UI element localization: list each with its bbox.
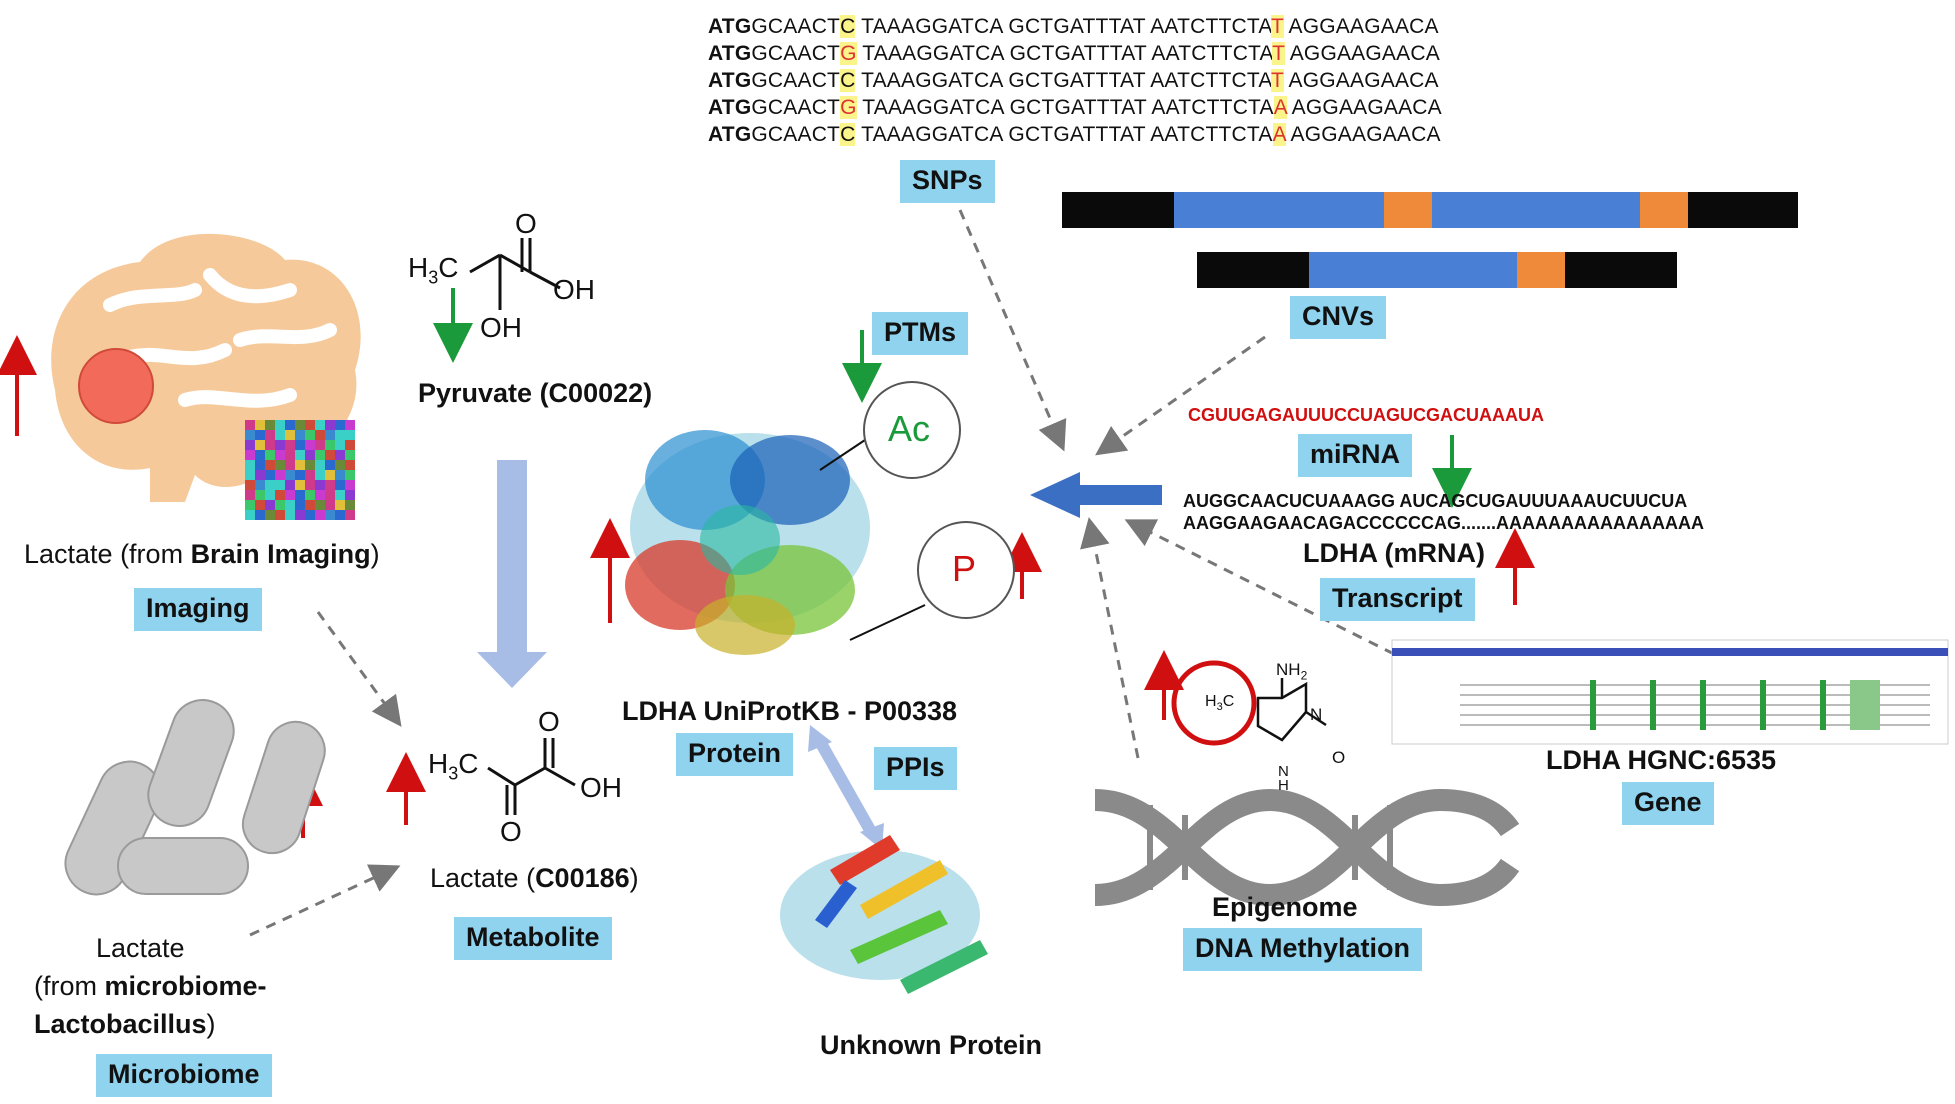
lactate-brain-label: Lactate (from Brain Imaging) [24,539,380,569]
snp-arrow [958,209,1067,452]
mirna-sequence: CGUUGAGAUUUCCUAGUCGACUAAAUA [1188,405,1544,425]
methyl-cytosine-structure [1256,678,1327,742]
ldha-gene-label: LDHA HGNC:6535 [1546,745,1777,775]
cytosine-n1: N [1310,705,1323,724]
dna-helix-image [1094,788,1520,907]
gene-arrow [1124,519,1411,664]
brain-imaging-heatmap [245,420,355,520]
lactate-structure [487,738,576,815]
epigenome-arrow [1080,517,1140,759]
ac-link-line [819,439,866,471]
tag-ppis: PPIs [874,747,957,790]
epigenome-label: Epigenome [1212,892,1358,922]
tag-imaging: Imaging [134,588,262,631]
pyruvate-oh-bottom: OH [480,312,522,343]
phosphorylation-circle [917,521,1015,619]
snp-sequence-row: ATGGCAACTC TAAAGGATCA GCTGATTTAT AATCTTC… [708,69,1439,92]
snp-sequence-row: ATGGCAACTG TAAAGGATCA GCTGATTTAT AATCTTC… [708,42,1440,65]
transcript-to-protein-arrow [1030,472,1162,518]
pyruvate-label: Pyruvate (C00022) [418,378,653,408]
unknown-protein-label: Unknown Protein [820,1030,1042,1060]
phosphorylation-label: P [952,548,977,589]
mrna-sequence-line2: AAGGAAGAACAGACCCCCCAG.......AAAAAAAAAAAA… [1183,513,1704,533]
pyruvate-oh-right: OH [553,274,595,305]
cnv-bar-2 [1197,252,1677,288]
p-link-line [849,604,926,641]
ldha-mrna-label: LDHA (mRNA) [1303,538,1485,568]
cnv-bar-1 [1062,192,1798,228]
cnv-arrow [1095,335,1266,456]
lactate-oh: OH [580,772,622,803]
pyruvate-h3c: H3C [408,252,459,288]
cytosine-h3c: H3C [1205,693,1235,714]
pyruvate-to-lactate-arrow [477,460,547,688]
acetylation-circle [863,381,961,479]
ppi-double-arrow [816,742,876,833]
tag-microbiome: Microbiome [96,1054,272,1097]
microbiome-arrow [249,864,401,937]
lactate-microbiome-line3: Lactobacillus) [34,1009,216,1039]
tag-mirna: miRNA [1298,434,1413,477]
tag-protein: Protein [676,733,794,776]
tag-transcript: Transcript [1320,578,1475,621]
lactate-o-top: O [538,706,560,737]
tag-snps: SNPs [900,160,995,203]
mrna-sequence-line1: AUGGCAACUCUAAAGG AUCAGCUGAUUUAAAUCUUCUA [1183,491,1688,511]
lactate-h3c: H3C [428,748,479,784]
imaging-arrow [316,611,402,727]
lactate-microbiome-line2: (from microbiome- [34,971,267,1001]
cytosine-o: O [1332,748,1346,767]
lactobacillus-image [64,699,326,896]
lactate-o-bottom: O [500,816,522,847]
tag-ptms: PTMs [872,312,969,355]
gene-track-image [1391,639,1949,745]
pyruvate-o: O [515,208,537,239]
lactate-metabolite-label: Lactate (C00186) [430,863,639,893]
acetylation-label: Ac [888,408,931,449]
snp-sequence-row: ATGGCAACTG TAAAGGATCA GCTGATTTAT AATCTTC… [708,96,1442,119]
ldha-protein-structure [625,430,870,655]
tag-gene: Gene [1622,782,1714,825]
cytosine-nh2: NH2 [1276,660,1308,683]
pyruvate-structure [469,238,561,310]
methyl-highlight-circle [1171,660,1257,746]
lactate-microbiome-line1: Lactate [96,933,185,963]
tag-dna-methylation: DNA Methylation [1183,928,1422,971]
snp-sequence-row: ATGGCAACTC TAAAGGATCA GCTGATTTAT AATCTTC… [708,123,1441,146]
dna-rungs [1147,805,1393,890]
unknown-protein-structure [780,835,988,994]
tag-metabolite: Metabolite [454,917,612,960]
snp-sequence-row: ATGGCAACTC TAAAGGATCA GCTGATTTAT AATCTTC… [708,15,1439,38]
ldha-protein-label: LDHA UniProtKB - P00338 [622,696,958,726]
tag-cnvs: CNVs [1290,296,1387,339]
